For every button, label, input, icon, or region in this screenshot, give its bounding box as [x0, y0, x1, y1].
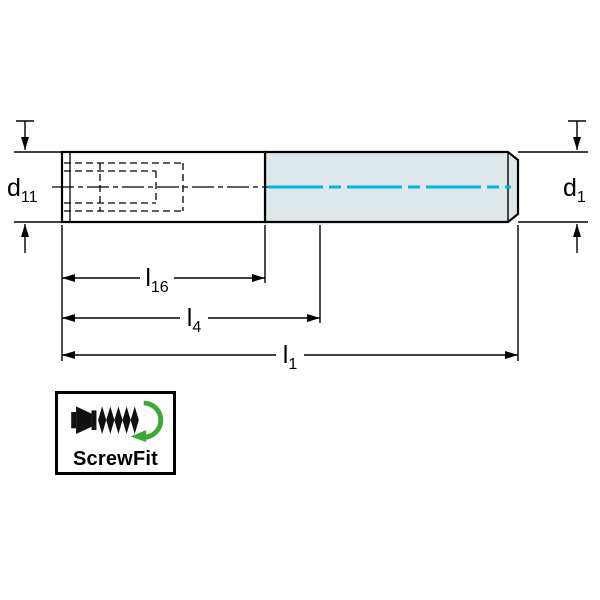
thread-tooth — [130, 406, 139, 435]
length-extension-lines — [61, 225, 519, 361]
tool-body — [52, 150, 520, 224]
thread-tooth — [113, 406, 123, 435]
label-d1: d1 — [563, 174, 586, 206]
thread-tooth — [97, 406, 106, 435]
coupling-collar — [91, 410, 96, 430]
label-l1: l1 — [283, 341, 298, 373]
label-d11: d11 — [7, 174, 38, 206]
screwfit-icon — [70, 400, 163, 443]
thread-tooth — [105, 406, 114, 435]
screw-coupling-icon — [70, 406, 139, 435]
coupling-shaft — [70, 412, 76, 429]
coupling-cone — [75, 406, 92, 435]
label-l4: l4 — [187, 304, 202, 336]
dim-d11 — [14, 120, 62, 253]
dim-d1 — [518, 120, 588, 253]
rotation-arrow-head — [130, 429, 146, 443]
thread-tooth — [122, 406, 131, 435]
screwfit-label: ScrewFit — [73, 448, 158, 470]
label-l16: l16 — [145, 264, 168, 296]
screwfit-logo-box: ScrewFit — [55, 391, 176, 475]
rotation-arrow-arc — [143, 400, 163, 440]
